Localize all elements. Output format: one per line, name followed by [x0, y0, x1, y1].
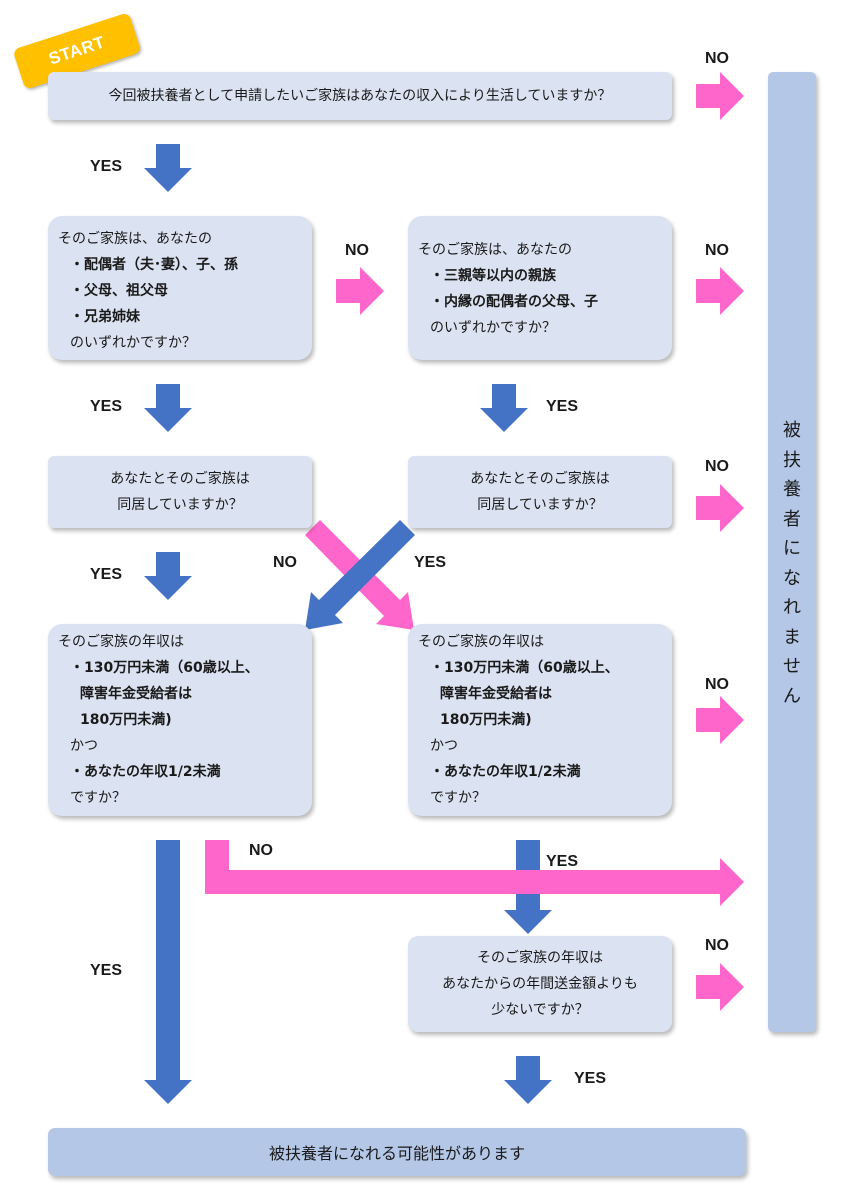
no-label: NO	[705, 676, 729, 693]
yes-label: YES	[414, 554, 447, 571]
not-dependent-char: な	[783, 567, 801, 589]
no-label: NO	[345, 242, 369, 259]
not-dependent-char: れ	[783, 597, 801, 618]
question-5-line2: あなたからの年間送金額よりも	[442, 976, 638, 992]
result-terminal: 被扶養者になれる可能性があります	[48, 1128, 746, 1176]
yes-arrow-q1	[144, 144, 192, 192]
not-dependent-char: 被	[783, 420, 801, 441]
yes-arrow-q2b	[480, 384, 528, 432]
question-4a-item1: ・130万円未満（60歳以上、	[70, 660, 259, 676]
yes-arrow-q3a	[144, 552, 192, 600]
question-4b-intro: そのご家族の年収は	[418, 634, 544, 650]
question-1-box: 今回被扶養者として申請したいご家族はあなたの収入により生活していますか？	[48, 72, 672, 120]
no-arrow-q5	[696, 963, 744, 1011]
no-arrow-q1	[696, 72, 744, 120]
question-3b-box: あなたとそのご家族は 同居していますか？	[408, 456, 672, 528]
question-5-line1: そのご家族の年収は	[477, 950, 603, 966]
not-dependent-char: ん	[783, 685, 801, 707]
not-dependent-char: 者	[783, 508, 801, 530]
question-3a-box: あなたとそのご家族は 同居していますか？	[48, 456, 312, 528]
question-2a-item: ・兄弟姉妹	[70, 309, 140, 325]
yes-arrow-q3b-cross	[305, 520, 415, 630]
question-4a-outro: ですか？	[70, 790, 126, 806]
no-label: NO	[273, 554, 297, 571]
no-arrow-q2b	[696, 267, 744, 315]
not-dependent-char: せ	[783, 656, 801, 677]
question-2a-box: そのご家族は、あなたの ・配偶者（夫･妻）、子、孫 ・父母、祖父母 ・兄弟姉妹 …	[48, 216, 312, 360]
question-2a-item: ・配偶者（夫･妻）、子、孫	[70, 257, 238, 273]
question-2a-outro: のいずれかですか？	[70, 335, 196, 351]
question-4a-item1: 180万円未満)	[80, 712, 172, 728]
no-arrow-q4b	[696, 696, 744, 744]
not-dependent-char: 養	[783, 479, 801, 500]
question-2b-outro: のいずれかですか？	[430, 320, 556, 336]
yes-label: YES	[90, 566, 123, 583]
question-4b-outro: ですか？	[430, 790, 486, 806]
question-4a-conj: かつ	[70, 738, 98, 754]
yes-label: YES	[90, 158, 123, 175]
question-4b-item1: 180万円未満)	[440, 712, 532, 728]
question-4a-item2: ・あなたの年収1/2未満	[70, 764, 221, 780]
question-2a-item: ・父母、祖父母	[70, 283, 168, 299]
no-label: NO	[705, 50, 729, 67]
not-dependent-char: ま	[783, 626, 801, 648]
question-3b-line1: あなたとそのご家族は	[470, 471, 610, 487]
no-arrow-q3b	[696, 484, 744, 532]
question-5-box: そのご家族の年収は あなたからの年間送金額よりも 少ないですか？	[408, 936, 672, 1032]
question-4a-box: そのご家族の年収は ・130万円未満（60歳以上、 障害年金受給者は 180万円…	[48, 624, 312, 816]
question-3b-line2: 同居していますか？	[477, 497, 603, 513]
question-2b-item: ・三親等以内の親族	[430, 268, 556, 284]
question-4b-box: そのご家族の年収は ・130万円未満（60歳以上、 障害年金受給者は 180万円…	[408, 624, 672, 816]
question-2b-intro: そのご家族は、あなたの	[418, 242, 572, 258]
yes-label: YES	[546, 853, 579, 870]
no-label: NO	[705, 458, 729, 475]
question-2a-intro: そのご家族は、あなたの	[58, 231, 212, 247]
question-4b-item2: ・あなたの年収1/2未満	[430, 764, 581, 780]
yes-arrow-q4a-long	[144, 840, 192, 1104]
yes-label: YES	[546, 398, 579, 415]
question-2b-box: そのご家族は、あなたの ・三親等以内の親族 ・内縁の配偶者の父母、子 のいずれか…	[408, 216, 672, 360]
question-1-text: 今回被扶養者として申請したいご家族はあなたの収入により生活していますか？	[108, 88, 612, 104]
no-label: NO	[705, 937, 729, 954]
yes-arrow-q5	[504, 1056, 552, 1104]
question-2b-item: ・内縁の配偶者の父母、子	[430, 294, 598, 310]
no-arrow-q2a	[336, 267, 384, 315]
question-4b-item1: 障害年金受給者は	[440, 686, 552, 702]
question-4b-item1: ・130万円未満（60歳以上、	[430, 660, 619, 676]
no-label: NO	[705, 242, 729, 259]
question-4a-intro: そのご家族の年収は	[58, 634, 184, 650]
no-label: NO	[249, 842, 273, 859]
yes-label: YES	[574, 1070, 607, 1087]
question-3a-line2: 同居していますか？	[117, 497, 243, 513]
yes-arrow-q2a	[144, 384, 192, 432]
result-text: 被扶養者になれる可能性があります	[268, 1144, 525, 1163]
question-3a-line1: あなたとそのご家族は	[110, 471, 250, 487]
question-4a-item1: 障害年金受給者は	[80, 686, 192, 702]
not-dependent-char: 扶	[783, 449, 801, 471]
no-arrow-q4a	[205, 840, 744, 906]
yes-label: YES	[90, 962, 123, 979]
question-5-line3: 少ないですか？	[491, 1002, 589, 1018]
yes-label: YES	[90, 398, 123, 415]
not-dependent-terminal: 被 扶 養 者 に な れ ま せ ん	[768, 72, 816, 1032]
not-dependent-char: に	[783, 538, 801, 559]
question-4b-conj: かつ	[430, 738, 458, 754]
